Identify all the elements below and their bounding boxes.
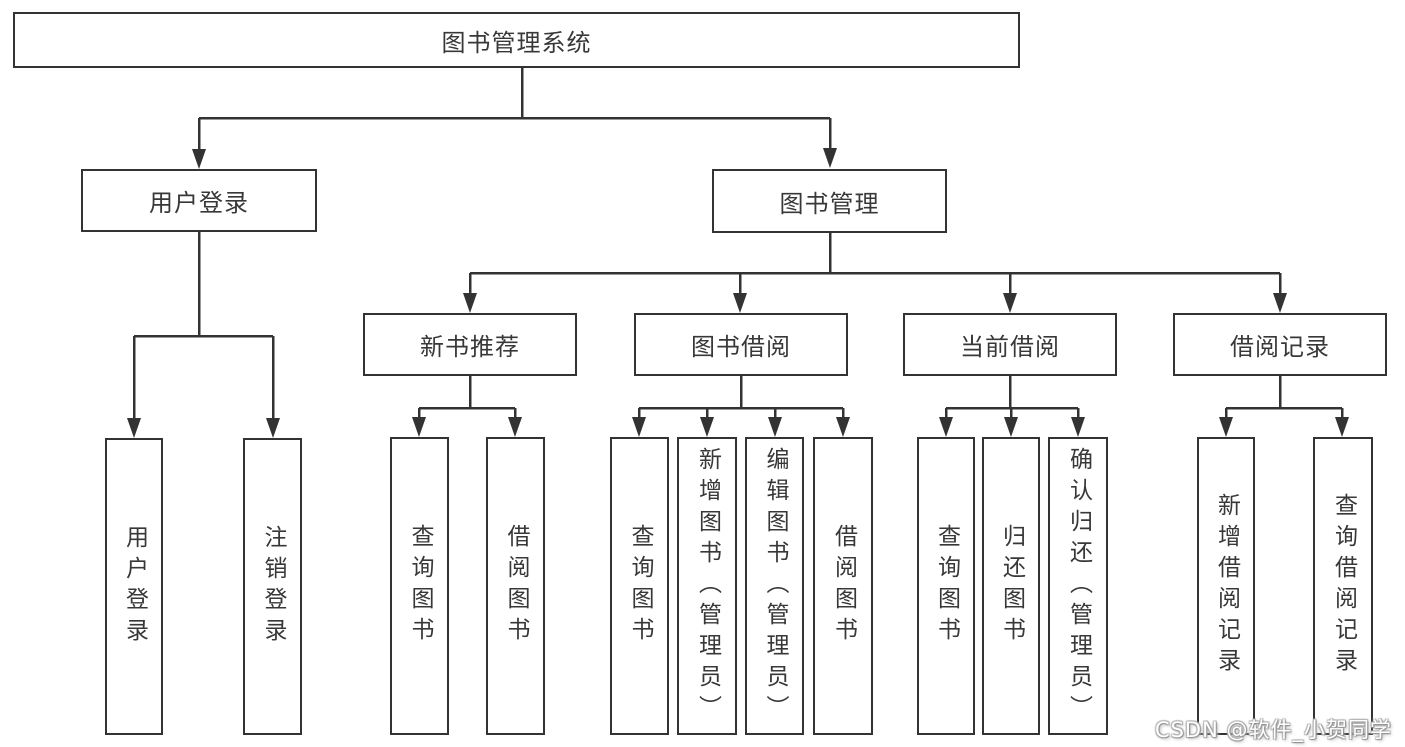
node-new-book-recommend-label: 新书推荐 [420,333,520,361]
leaf-query-borrow-record-label: 查询借阅记录 [1330,493,1357,679]
node-borrow-records-label: 借阅记录 [1230,333,1330,361]
leaf-add-books-admin-label: 新增图书（管理员） [694,446,721,726]
leaf-current-query-books: 查询图书 [917,437,975,735]
leaf-borrow-query-books: 查询图书 [610,437,669,735]
node-book-management: 图书管理 [712,169,947,233]
node-book-management-label: 图书管理 [779,189,880,218]
node-current-borrow: 当前借阅 [903,313,1117,376]
leaf-logout: 注销登录 [243,438,302,735]
leaf-recommend-query-books: 查询图书 [390,437,449,735]
node-current-borrow-label: 当前借阅 [960,333,1060,361]
leaf-confirm-return-admin: 确认归还（管理员） [1048,437,1108,735]
node-root: 图书管理系统 [13,12,1020,68]
leaf-borrow-books: 借阅图书 [813,437,873,735]
leaf-recommend-borrow-books-label: 借阅图书 [503,524,529,648]
node-user-login: 用户登录 [81,169,317,232]
leaf-query-borrow-record: 查询借阅记录 [1313,437,1373,735]
leaf-recommend-borrow-books: 借阅图书 [486,437,545,735]
leaf-recommend-query-books-label: 查询图书 [407,524,433,648]
leaf-user-login: 用户登录 [105,438,163,735]
leaf-return-books: 归还图书 [982,437,1040,735]
leaf-borrow-query-books-label: 查询图书 [627,524,653,648]
leaf-borrow-books-label: 借阅图书 [830,524,857,648]
leaf-return-books-label: 归还图书 [998,524,1025,648]
arrowheads [127,148,1349,438]
leaf-add-borrow-record: 新增借阅记录 [1197,437,1255,735]
node-borrow-records: 借阅记录 [1173,313,1387,376]
leaf-add-borrow-record-label: 新增借阅记录 [1213,493,1240,679]
node-book-borrow-label: 图书借阅 [691,333,791,361]
node-new-book-recommend: 新书推荐 [363,313,577,376]
leaf-user-login-label: 用户登录 [121,524,148,649]
leaf-edit-books-admin: 编辑图书（管理员） [745,437,804,735]
leaf-add-books-admin: 新增图书（管理员） [677,437,737,735]
leaf-current-query-books-label: 查询图书 [933,524,960,648]
node-user-login-label: 用户登录 [149,189,249,217]
node-root-label: 图书管理系统 [441,28,592,57]
leaf-logout-label: 注销登录 [260,524,286,649]
leaf-confirm-return-admin-label: 确认归还（管理员） [1065,446,1092,726]
leaf-edit-books-admin-label: 编辑图书（管理员） [762,446,788,726]
node-book-borrow: 图书借阅 [634,313,848,376]
csdn-watermark: CSDN @软件_小贺同学 [1154,718,1392,742]
